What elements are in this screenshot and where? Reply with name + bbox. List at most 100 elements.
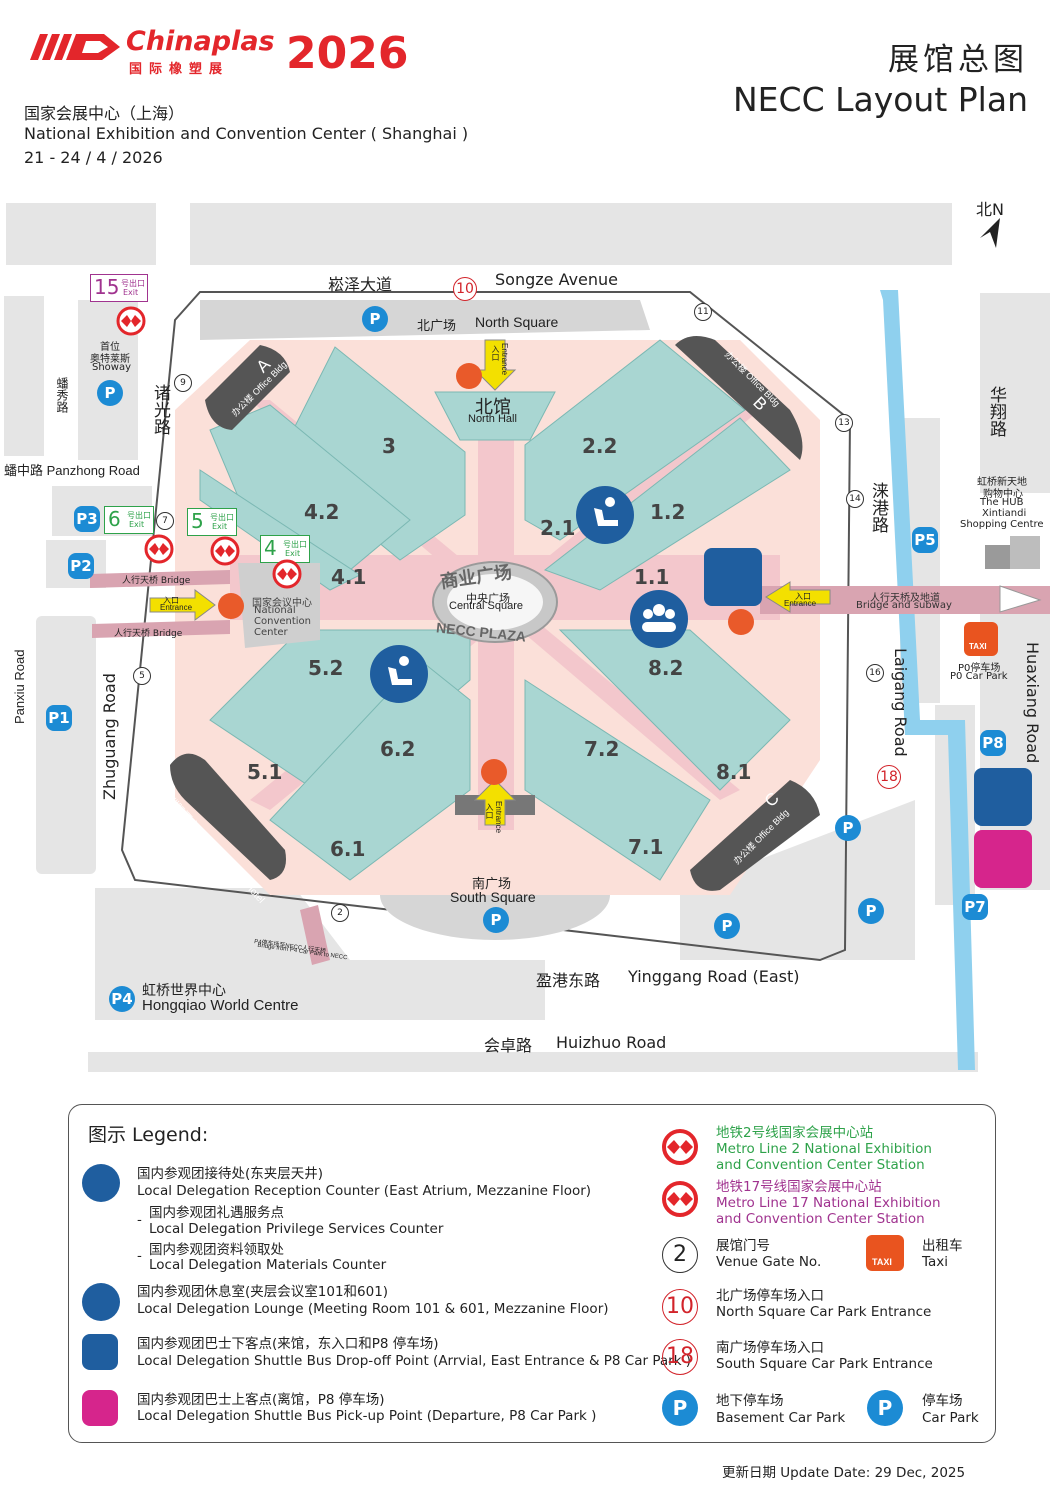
title-en: NECC Layout Plan [733, 80, 1028, 119]
update-date: 更新日期 Update Date: 29 Dec, 2025 [722, 1465, 966, 1481]
metro-17-icon [662, 1181, 698, 1217]
bridge-nw-label: 人行天桥 Bridge [122, 576, 191, 586]
hall-label: 5.1 [247, 760, 283, 784]
parking-badge: P [714, 913, 740, 939]
bridge-south-west [92, 620, 230, 638]
p4-bridge [300, 905, 330, 965]
road-huizhuo-cn: 会卓路 [484, 1036, 533, 1055]
east-entrance-en: Entrance [784, 599, 817, 608]
parking-badge: P2 [68, 553, 94, 579]
parking-badge: P4 [109, 986, 135, 1012]
brand-year: 2026 [286, 28, 409, 79]
legend-dash: - [137, 1248, 142, 1264]
bridge-subway-en: Bridge and subway [856, 600, 952, 611]
south-square-cn: 南广场 [472, 876, 512, 891]
hongqiao-en: Hongqiao World Centre [142, 997, 299, 1014]
hall-2-shape [524, 339, 746, 541]
west-entrance-arrow-icon [149, 589, 216, 621]
brand-cn: 国际橡塑展 [129, 62, 230, 77]
hall-label: 1.2 [650, 500, 686, 524]
block [88, 1052, 978, 1072]
hall-7-shape [524, 679, 711, 881]
north-square-cn: 北广场 [417, 318, 457, 333]
south-entrance-en: Entrance [494, 801, 503, 834]
legend-taxi-en: Taxi [922, 1254, 949, 1270]
central-square [447, 574, 543, 630]
parking-badge: P7 [962, 894, 988, 920]
legend [68, 1104, 996, 1443]
south-entrance-arrow-icon [473, 779, 517, 826]
gate-badge: 2 [331, 904, 349, 922]
legend-materials-en: Local Delegation Materials Counter [149, 1257, 387, 1273]
legend-nsq-en: North Square Car Park Entrance [716, 1304, 932, 1320]
hall-label: 4.1 [331, 565, 367, 589]
exit-6: 6 号出口 Exit [104, 506, 154, 534]
gate-badge: 11 [694, 303, 712, 321]
road-huaxiang-cn: 华翔路 [986, 386, 1006, 437]
parking-badge: P [483, 907, 509, 933]
exit-cn: 号出口 [210, 513, 234, 522]
east-entrance-cn: 入口 [795, 592, 811, 601]
brand-name: Chinaplas [126, 26, 275, 57]
road-zhuguang-en: Zhuguang Road [100, 673, 119, 800]
gate-badge: 18 [877, 765, 901, 789]
person-marker-icon [481, 759, 507, 785]
hall-label: 4.2 [304, 500, 340, 524]
road-huaxiang-en: Huaxiang Road [1023, 642, 1042, 764]
legend-dropoff-en: Local Delegation Shuttle Bus Drop-off Po… [137, 1353, 692, 1369]
legend-lounge-cn: 国内参观团休息室(夹层会议室101和601) [137, 1284, 389, 1300]
legend-gate-cn: 展馆门号 [716, 1238, 770, 1254]
event-dates: 21 - 24 / 4 / 2026 [24, 148, 163, 167]
central-square-cn: 中央广场 [466, 593, 510, 605]
taxi-badge-text: TAXI [969, 642, 987, 651]
parking-badge: P [835, 815, 861, 841]
metro-2-icon [272, 559, 302, 589]
title-cn: 展馆总图 [888, 42, 1028, 78]
hub-en-2: Xintiandi [982, 508, 1027, 519]
exit-en: Exit [285, 549, 301, 558]
south-entrance-cn: 入口 [485, 803, 494, 819]
road-huizhuo-en: Huizhuo Road [556, 1033, 667, 1052]
person-marker-icon [218, 593, 244, 619]
south-carpark-entrance-icon: 18 [662, 1339, 698, 1375]
legend-metro2-cn: 地铁2号线国家会展中心站 [716, 1125, 874, 1141]
hall-label: 8.2 [648, 656, 684, 680]
office-a [205, 345, 290, 430]
legend-pickup-en: Local Delegation Shuttle Bus Pick-up Poi… [137, 1408, 597, 1424]
hall-label: 3 [382, 434, 396, 458]
north-hall [434, 391, 556, 441]
legend-metro17-en-2: and Convention Center Station [716, 1211, 925, 1227]
legend-basement-cn: 地下停车场 [716, 1393, 784, 1409]
chinaplas-logo-mark [30, 34, 120, 60]
showay-en: Showay [92, 362, 132, 373]
road-songze-cn: 崧泽大道 [328, 275, 393, 294]
lounge-icon [82, 1283, 120, 1321]
road-yinggang-cn: 盈港东路 [536, 971, 601, 990]
taxi-badge-text: TAXI [872, 1257, 892, 1267]
east-entrance-arrow-icon [765, 581, 831, 613]
exit-en: Exit [212, 522, 228, 531]
metro-2-icon [144, 534, 174, 564]
exit-15: 15 号出口 Exit [90, 274, 148, 302]
metro-2-icon [662, 1129, 698, 1165]
legend-nsq-cn: 北广场停车场入口 [716, 1288, 824, 1304]
exit-en: Exit [123, 288, 139, 297]
venue-en: National Exhibition and Convention Cente… [24, 124, 469, 143]
convention-en-3: Center [254, 627, 288, 638]
convention-en-1: National [254, 605, 296, 616]
map-canvas [4, 203, 1050, 1072]
legend-carpark-cn: 停车场 [922, 1393, 963, 1409]
block [36, 616, 96, 874]
block [6, 203, 156, 265]
office-c [690, 780, 820, 891]
north-carpark-entrance-icon: 10 [662, 1289, 698, 1325]
parking-badge: P5 [912, 527, 938, 553]
person-marker-icon [456, 363, 482, 389]
north-entrance-arrow-icon [473, 339, 517, 391]
parking-badge: P3 [74, 506, 100, 532]
gate-badge: 14 [846, 490, 864, 508]
convention-cn: 国家会议中心 [252, 598, 312, 609]
road-panxiu-cn: 蟠秀路 [55, 377, 69, 413]
block [4, 296, 44, 456]
shuttle-pickup-icon [82, 1390, 118, 1426]
